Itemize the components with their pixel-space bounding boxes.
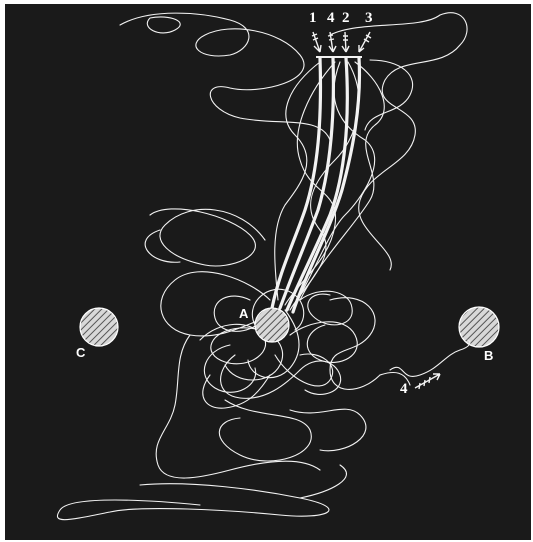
point-a-disc xyxy=(255,308,289,342)
point-a-label: A xyxy=(239,306,249,321)
background-panel xyxy=(5,4,531,540)
trail-number-3: 3 xyxy=(365,10,373,26)
point-c-disc xyxy=(80,308,118,346)
trail-number-2: 2 xyxy=(342,10,350,26)
point-b-label: B xyxy=(484,348,493,363)
trail-number-1: 1 xyxy=(309,10,317,26)
trail-number-4: 4 xyxy=(327,10,335,26)
point-c-label: C xyxy=(76,345,86,360)
arrow-number-4: 4 xyxy=(400,381,408,397)
point-b-disc xyxy=(459,307,499,347)
